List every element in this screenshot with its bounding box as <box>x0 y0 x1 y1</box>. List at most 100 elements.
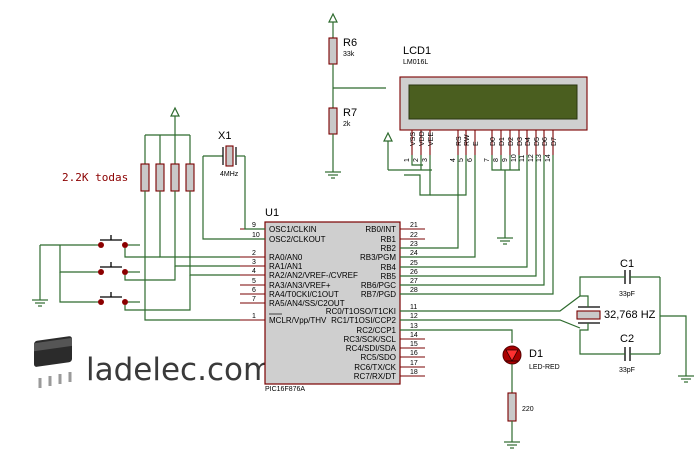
r6-ref: R6 <box>343 37 357 49</box>
c2-ref: C2 <box>620 333 634 345</box>
lcd-pin-number: 9 <box>502 158 509 162</box>
lcd-pin-label: RS <box>456 136 463 146</box>
crystal-x1: X1 4MHz <box>202 130 265 240</box>
logo-text: ladelec.com <box>86 352 273 388</box>
lcd-pin-label: D6 <box>542 137 549 146</box>
u1-pin-label: RC6/TX/CK <box>354 363 396 372</box>
lcd-pin-label: D5 <box>534 137 541 146</box>
lcd-pin-label: D7 <box>551 137 558 146</box>
lcd-pin-number: 4 <box>450 158 457 162</box>
lcd-pin-number: 8 <box>493 158 500 162</box>
lcd-pin-number: 6 <box>467 158 474 162</box>
x1-ref: X1 <box>218 130 231 142</box>
u1-pin-number: 22 <box>410 232 418 239</box>
lcd-part: LM016L <box>403 59 428 66</box>
lcd-pin-label: D3 <box>517 137 524 146</box>
u1-pin-label: RA3/AN3/VREF+ <box>269 281 331 290</box>
u1-pin-label: RB0/INT <box>365 225 396 234</box>
lcd-pin-number: 14 <box>545 154 552 162</box>
resistor-r7 <box>328 107 338 135</box>
pullup-resistor <box>170 163 180 192</box>
u1-pin-number: 10 <box>252 232 260 239</box>
u1-pin-number: 17 <box>410 360 418 367</box>
u1-pin-number: 1 <box>252 313 256 320</box>
u1-pin-label: RA5/AN4/SS/C2OUT <box>269 299 345 308</box>
ground-led <box>504 441 520 449</box>
lcd-pin-label: VSS <box>410 132 417 146</box>
pushbutton <box>95 235 140 250</box>
lcd-pin-label: D1 <box>499 137 506 146</box>
u1-pin-number: 13 <box>410 323 418 330</box>
resistor-note: 2.2K todas <box>62 171 128 184</box>
pushbutton <box>95 292 140 307</box>
u1-pin-number: 5 <box>252 278 256 285</box>
u1-pin-number: 23 <box>410 241 418 248</box>
ground-r7 <box>325 171 341 179</box>
u1-pin-label: RC3/SCK/SCL <box>344 335 397 344</box>
u1-pin-label: RA2/AN2/VREF-/CVREF <box>269 271 358 280</box>
vcc-symbol-lcd <box>383 131 432 171</box>
u1-pin-number: 6 <box>252 287 256 294</box>
r7-value: 2k <box>343 121 351 128</box>
pushbuttons <box>95 235 191 311</box>
u1-pin-number: 28 <box>410 287 418 294</box>
u1-pin-label: RC0/T1OSO/T1CKI <box>326 307 396 316</box>
u1-part: PIC16F876A <box>265 386 305 393</box>
u1-pin-number: 9 <box>252 222 256 229</box>
lcd-pin-number: 2 <box>413 158 420 162</box>
lcd-pin-number: 7 <box>484 158 491 162</box>
r7-ref: R7 <box>343 107 357 119</box>
pullup-resistor <box>185 163 195 192</box>
u1-pin-label: RB1 <box>380 235 396 244</box>
r6-value: 33k <box>343 51 355 58</box>
u1-pin-number: 18 <box>410 369 418 376</box>
ground-lcd-data <box>497 237 513 245</box>
u1-pin-label: RA0/AN0 <box>269 253 303 262</box>
lcd-module: LCD1 LM016L <box>399 45 588 131</box>
u1-pin-number: 14 <box>410 332 418 339</box>
logo: ladelec.com <box>28 332 273 394</box>
lcd-screen <box>408 84 578 120</box>
lcd-pin-label: VEE <box>428 132 435 146</box>
lcd-ref: LCD1 <box>403 45 431 57</box>
u1-pin-label: RB4 <box>380 263 396 272</box>
u1-pin-number: 4 <box>252 268 256 275</box>
u1-pin-label: RA4/T0CKI/C1OUT <box>269 290 339 299</box>
d1-value: LED-RED <box>529 364 560 371</box>
lcd-pin-number: 11 <box>519 155 526 162</box>
pushbutton <box>95 262 140 277</box>
u1-pin-label: RC5/SDO <box>360 353 396 362</box>
lcd-pin-number: 1 <box>404 158 411 162</box>
u1-pin-label: RC1/T1OSI/CCP2 <box>331 316 396 325</box>
u1-pin-number: 16 <box>410 350 418 357</box>
crystal-32khz: 32,768 HZ <box>400 276 656 355</box>
u1-pin-label: RB3/PGM <box>360 253 396 262</box>
u1-pin-label: RC7/RX/DT <box>354 372 396 381</box>
ground-caps <box>678 375 694 383</box>
c2-value: 33pF <box>619 367 635 374</box>
d1-ref: D1 <box>529 348 543 360</box>
resistor-led <box>507 392 517 422</box>
u1-pin-label: OSC2/CLKOUT <box>269 235 326 244</box>
c1-ref: C1 <box>620 258 634 270</box>
u1-pin-label: RB5 <box>380 272 396 281</box>
resistor-r6 <box>328 37 338 65</box>
u1-pin-label: RC2/CCP1 <box>356 326 396 335</box>
lcd-pin-number: 3 <box>422 158 429 162</box>
capacitor-c2: C2 33pF <box>619 333 660 374</box>
pullup-resistor <box>155 163 165 192</box>
u1-pin-number: 11 <box>410 304 417 311</box>
u1-pin-label: RC4/SDI/SDA <box>346 344 397 353</box>
u1-pin-number: 26 <box>410 269 418 276</box>
lcd-pin-number: 13 <box>536 154 543 162</box>
u1-pin-number: 15 <box>410 341 418 348</box>
r-led-value: 220 <box>522 406 534 413</box>
u1-pin-number: 7 <box>252 296 256 303</box>
u1-pin-number: 3 <box>252 259 256 266</box>
u1-pin-label: MCLR/Vpp/THV <box>269 316 327 325</box>
u1-ref: U1 <box>265 207 279 219</box>
u1-pin-label: RB2 <box>380 244 396 253</box>
lcd-pin-number: 5 <box>458 158 465 162</box>
u1-pin-number: 21 <box>410 222 418 229</box>
